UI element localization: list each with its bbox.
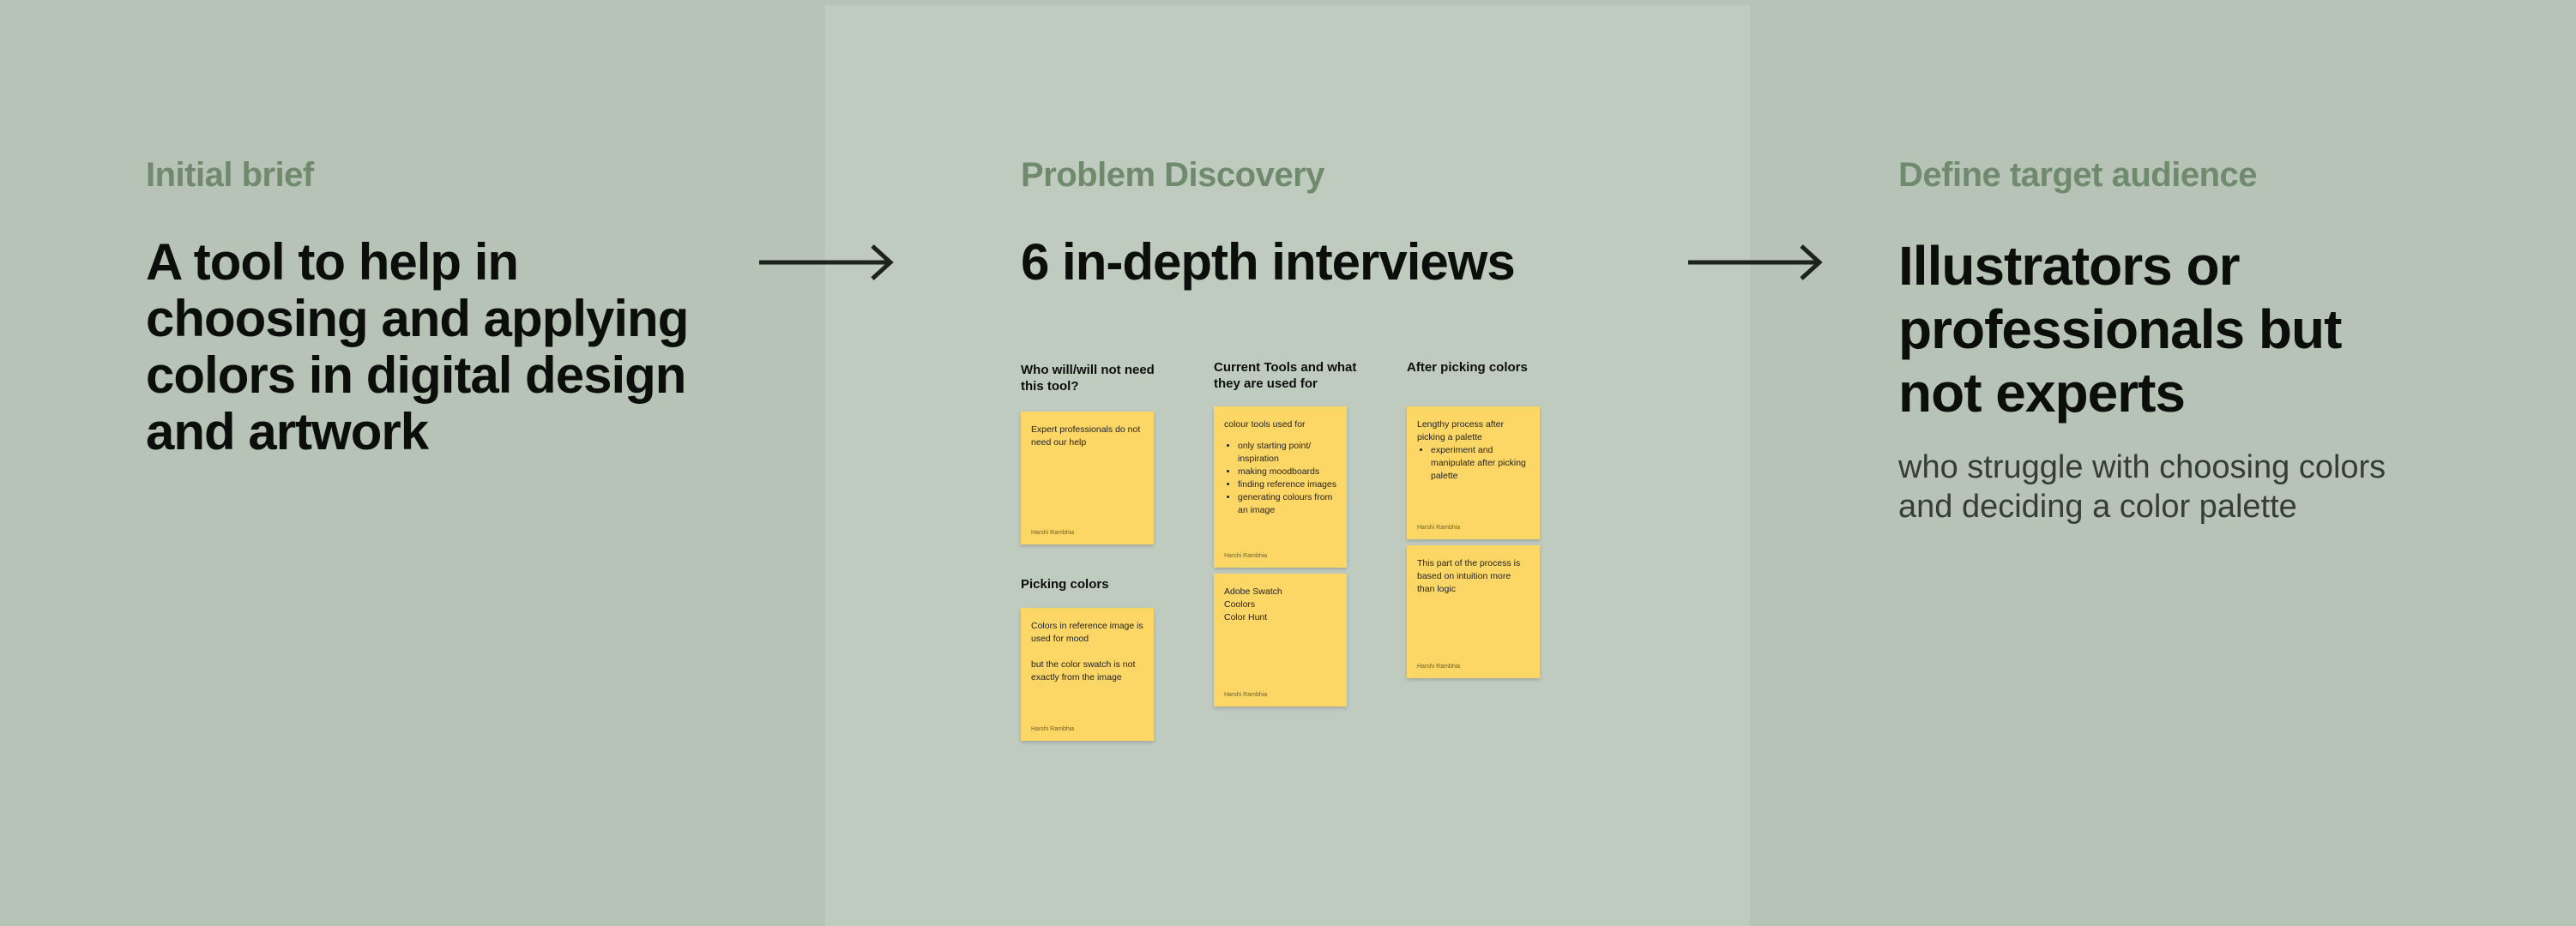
problem-discovery-label: Problem Discovery bbox=[1021, 156, 1324, 194]
column-heading-current-tools: Current Tools and what they are used for bbox=[1214, 360, 1357, 391]
sticky-note[interactable]: Adobe Swatch Coolors Color Hunt Harshi R… bbox=[1214, 574, 1347, 707]
column-heading-after-picking: After picking colors bbox=[1407, 360, 1528, 375]
target-audience-headline: Illustrators or professionals but not ex… bbox=[1898, 235, 2342, 424]
target-audience-subtext: who struggle with choosing colors and de… bbox=[1898, 449, 2386, 525]
sticky-note-bullet: experiment and manipulate after picking … bbox=[1431, 444, 1529, 483]
sticky-note-text: Adobe Swatch Coolors Color Hunt bbox=[1224, 586, 1282, 622]
initial-brief-headline: A tool to help in choosing and applying … bbox=[146, 233, 689, 460]
target-audience-label: Define target audience bbox=[1898, 156, 2258, 194]
sticky-note-bullet: only starting point/ inspiration bbox=[1238, 440, 1336, 466]
column-heading-picking-colors: Picking colors bbox=[1021, 577, 1109, 592]
sticky-note[interactable]: colour tools used for only starting poin… bbox=[1214, 406, 1347, 568]
arrow-right-icon bbox=[759, 244, 894, 280]
sticky-note-bullet: generating colours from an image bbox=[1238, 491, 1336, 517]
sticky-note-author: Harshi Rambhia bbox=[1031, 726, 1075, 732]
sticky-note-text: This part of the process is based on int… bbox=[1417, 558, 1521, 594]
sticky-note[interactable]: This part of the process is based on int… bbox=[1407, 545, 1540, 678]
sticky-note[interactable]: Expert professionals do not need our hel… bbox=[1021, 412, 1154, 544]
sticky-note-author: Harshi Rambhia bbox=[1224, 553, 1268, 559]
sticky-note[interactable]: Lengthy process after picking a palette … bbox=[1407, 406, 1540, 539]
sticky-note-bullet-list: only starting point/ inspiration making … bbox=[1224, 440, 1336, 517]
sticky-note-text: Colors in reference image is used for mo… bbox=[1031, 621, 1143, 682]
column-heading-who-needs: Who will/will not need this tool? bbox=[1021, 363, 1155, 394]
sticky-note-bullet: finding reference images bbox=[1238, 478, 1336, 491]
sticky-note-author: Harshi Rambhia bbox=[1224, 692, 1268, 698]
sticky-note-text: colour tools used for bbox=[1224, 419, 1306, 430]
sticky-note-author: Harshi Rambhia bbox=[1417, 664, 1461, 670]
sticky-note-bullet-list: experiment and manipulate after picking … bbox=[1417, 444, 1529, 483]
sticky-note-text: Lengthy process after picking a palette bbox=[1417, 419, 1504, 442]
sticky-note-author: Harshi Rambhia bbox=[1031, 530, 1075, 536]
arrow-right-icon bbox=[1688, 244, 1823, 280]
initial-brief-label: Initial brief bbox=[146, 156, 314, 194]
sticky-note-text: Expert professionals do not need our hel… bbox=[1031, 424, 1141, 448]
sticky-note-bullet: making moodboards bbox=[1238, 466, 1336, 478]
problem-discovery-headline: 6 in-depth interviews bbox=[1021, 233, 1516, 291]
sticky-note[interactable]: Colors in reference image is used for mo… bbox=[1021, 608, 1154, 741]
sticky-note-author: Harshi Rambhia bbox=[1417, 525, 1461, 531]
